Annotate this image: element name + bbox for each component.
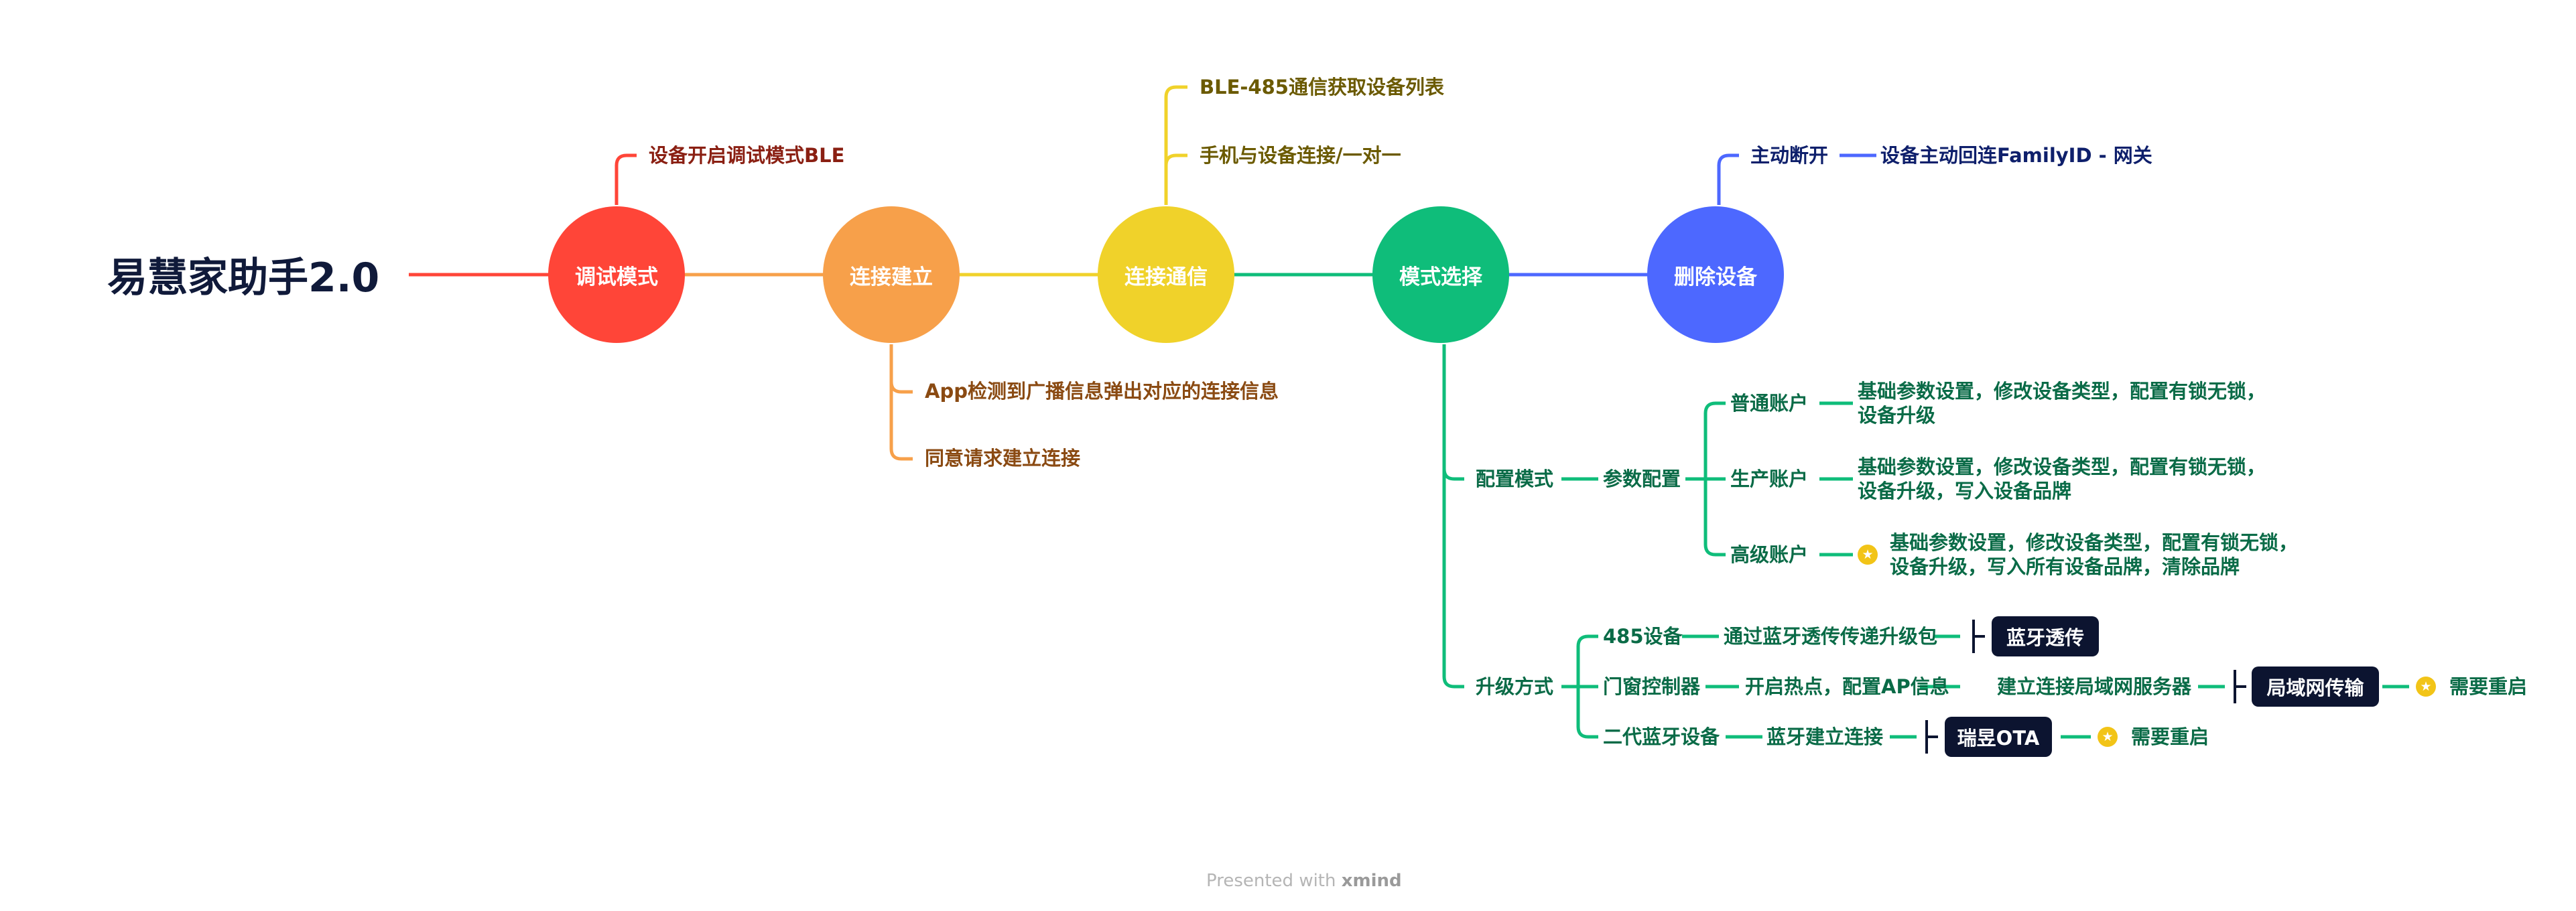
delete-child[interactable]: 主动断开 (1750, 144, 1829, 167)
upgrade-485-step-1[interactable]: 通过蓝牙透传传递升级包 (1724, 625, 1938, 648)
upgrade-ble2-device[interactable]: 二代蓝牙设备 (1603, 725, 1720, 748)
topic-connection-comm[interactable]: 连接通信 (1098, 206, 1234, 343)
account-normal-desc-2: 设备升级 (1858, 404, 1936, 427)
topic-mode-select[interactable]: 模式选择 (1372, 206, 1509, 343)
upgrade-door-step-1[interactable]: 开启热点，配置AP信息 (1745, 675, 1949, 698)
topic-connection-setup[interactable]: 连接建立 (823, 206, 960, 343)
upgrade-door-note: 需要重启 (2449, 675, 2528, 698)
topic-debug-mode[interactable]: 调试模式 (548, 206, 685, 343)
footer-prefix: Presented with (1206, 871, 1336, 891)
star-icon: ★ (1858, 545, 1878, 565)
connect-comm-child-2[interactable]: 手机与设备连接/一对一 (1200, 144, 1401, 167)
connect-comm-child-1[interactable]: BLE-485通信获取设备列表 (1200, 76, 1444, 98)
upgrade-door-controller[interactable]: 门窗控制器 (1603, 675, 1701, 698)
connect-build-child-1[interactable]: App检测到广播信息弹出对应的连接信息 (925, 380, 1279, 403)
upgrade-ble2-note: 需要重启 (2131, 725, 2209, 748)
badge-bluetooth-passthrough[interactable]: 蓝牙透传 (1992, 616, 2099, 656)
connect-build-child-2[interactable]: 同意请求建立连接 (925, 447, 1081, 470)
account-advanced-desc-1: 基础参数设置，修改设备类型，配置有锁无锁， (1890, 531, 2299, 554)
badge-lan-transfer[interactable]: 局域网传输 (2252, 667, 2379, 707)
badge-realtek-ota[interactable]: 瑞昱OTA (1945, 717, 2052, 757)
upgrade-485-device[interactable]: 485设备 (1603, 625, 1683, 648)
delete-grandchild[interactable]: 设备主动回连FamilyID - 网关 (1880, 144, 2152, 167)
config-mode[interactable]: 配置模式 (1476, 468, 1554, 490)
account-production-desc-2: 设备升级，写入设备品牌 (1858, 480, 2072, 502)
upgrade-ble2-step-1[interactable]: 蓝牙建立连接 (1766, 725, 1884, 748)
upgrade-door-step-2[interactable]: 建立连接局域网服务器 (1997, 675, 2192, 698)
param-config[interactable]: 参数配置 (1603, 468, 1681, 490)
root-topic[interactable]: 易慧家助手2.0 (107, 255, 380, 301)
topic-delete-device[interactable]: 删除设备 (1647, 206, 1784, 343)
star-icon: ★ (2098, 727, 2118, 747)
account-normal[interactable]: 普通账户 (1730, 392, 1809, 415)
account-production-desc-1: 基础参数设置，修改设备类型，配置有锁无锁， (1858, 455, 2266, 478)
debug-child[interactable]: 设备开启调试模式BLE (649, 144, 845, 167)
account-production[interactable]: 生产账户 (1730, 468, 1809, 490)
footer: Presented with xmind (1206, 871, 1402, 891)
account-advanced-desc-2: 设备升级，写入所有设备品牌，清除品牌 (1890, 555, 2240, 578)
account-normal-desc-1: 基础参数设置，修改设备类型，配置有锁无锁， (1858, 380, 2266, 403)
upgrade-method[interactable]: 升级方式 (1476, 675, 1554, 698)
account-advanced[interactable]: 高级账户 (1730, 543, 1809, 566)
star-icon: ★ (2416, 677, 2436, 697)
xmind-brand: xmind (1341, 871, 1402, 891)
